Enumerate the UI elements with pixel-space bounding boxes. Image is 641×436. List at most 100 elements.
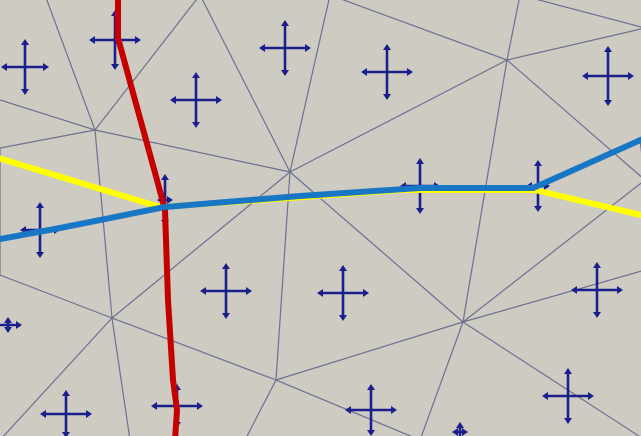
arrow-tip: [43, 63, 49, 71]
arrow-tip: [222, 313, 230, 319]
arrow-tip: [604, 100, 612, 106]
mesh-edge: [462, 270, 641, 323]
arrow-tip: [462, 428, 468, 436]
arrow-tip: [564, 368, 572, 374]
arrow-tip: [588, 392, 594, 400]
arrow-tip: [367, 384, 375, 390]
arrow-tip: [281, 70, 289, 76]
arrow-tip: [363, 289, 369, 297]
arrow-tip: [1, 63, 7, 71]
arrow-tip: [416, 208, 424, 214]
arrow-tip: [281, 20, 289, 26]
mesh-edge: [2, 317, 113, 436]
cross-arrow-icon: [317, 265, 369, 321]
arrow-tip: [192, 72, 200, 78]
arrow-tip: [367, 430, 375, 436]
arrow-tip: [317, 289, 323, 297]
arrow-tip: [36, 202, 44, 208]
arrow-tip: [617, 286, 623, 294]
arrow-tip: [259, 44, 265, 52]
arrow-tip: [383, 44, 391, 50]
arrow-tip: [89, 36, 95, 44]
arrow-tip: [200, 287, 206, 295]
mesh-edge: [289, 0, 330, 173]
cross-arrow-icon: [1, 39, 49, 95]
mesh-edge: [94, 129, 291, 173]
arrow-tip: [21, 39, 29, 45]
arrow-tip: [161, 174, 169, 180]
cross-arrow-icon: [40, 390, 92, 436]
mesh-edge: [462, 321, 640, 436]
arrow-tip: [111, 64, 119, 70]
arrow-tip: [21, 89, 29, 95]
arrow-tip: [40, 410, 46, 418]
arrow-tip: [534, 160, 542, 166]
arrow-tip: [361, 68, 367, 76]
cross-arrow-icon: [452, 422, 468, 436]
mesh-edge: [341, 0, 508, 61]
mesh-edge: [94, 129, 113, 319]
mesh-edge: [275, 171, 291, 381]
arrow-tip: [216, 96, 222, 104]
mesh-edge: [420, 321, 464, 436]
mesh-edge: [506, 28, 641, 61]
arrow-tip: [197, 402, 203, 410]
mesh-edge: [46, 0, 96, 131]
blue-path: [0, 136, 641, 243]
mesh-edge: [111, 317, 277, 381]
arrow-tip: [36, 252, 44, 258]
arrow-tip: [452, 428, 458, 436]
cross-arrow-icon: [582, 46, 634, 106]
cross-arrow-icon: [571, 262, 623, 318]
mesh-edge: [0, 99, 96, 131]
arrow-tip: [383, 94, 391, 100]
mesh-edge: [462, 182, 641, 323]
arrow-tip: [593, 262, 601, 268]
arrow-tip: [339, 315, 347, 321]
arrow-tip: [534, 206, 542, 212]
arrow-tip: [407, 68, 413, 76]
mesh-edge: [506, 59, 641, 178]
arrow-tip: [62, 390, 70, 396]
arrow-tip: [16, 321, 22, 329]
arrow-tip: [170, 96, 176, 104]
arrow-tip: [222, 263, 230, 269]
arrow-tip: [564, 418, 572, 424]
cross-arrow-icon: [0, 317, 22, 333]
mesh-edge: [111, 317, 131, 436]
mesh-edge: [536, 0, 641, 28]
cross-arrow-icon: [542, 368, 594, 424]
arrow-tip: [192, 122, 200, 128]
arrow-tip: [456, 422, 464, 428]
arrow-tip: [593, 312, 601, 318]
arrow-tip: [151, 402, 157, 410]
mesh-edge: [506, 0, 520, 61]
mesh-edge: [0, 129, 96, 149]
arrow-tip: [246, 287, 252, 295]
mesh-edge: [289, 59, 508, 173]
mesh-edge: [246, 379, 277, 436]
mesh-edge: [275, 321, 464, 381]
mesh-edge: [94, 0, 197, 131]
arrow-tip: [582, 72, 588, 80]
arrow-tip: [4, 327, 12, 333]
arrow-tip: [345, 406, 351, 414]
arrow-tip: [339, 265, 347, 271]
arrow-tip: [86, 410, 92, 418]
arrow-tip: [542, 392, 548, 400]
arrow-tip: [604, 46, 612, 52]
cross-arrow-icon: [345, 384, 397, 436]
arrow-tip: [571, 286, 577, 294]
arrow-tip: [135, 36, 141, 44]
cross-arrow-icon: [361, 44, 413, 100]
cross-arrow-icon: [200, 263, 252, 319]
mesh-edge: [201, 0, 291, 173]
arrow-tip: [305, 44, 311, 52]
mesh-edge: [0, 274, 113, 319]
arrow-tip: [4, 317, 12, 323]
arrow-tip: [167, 196, 173, 204]
